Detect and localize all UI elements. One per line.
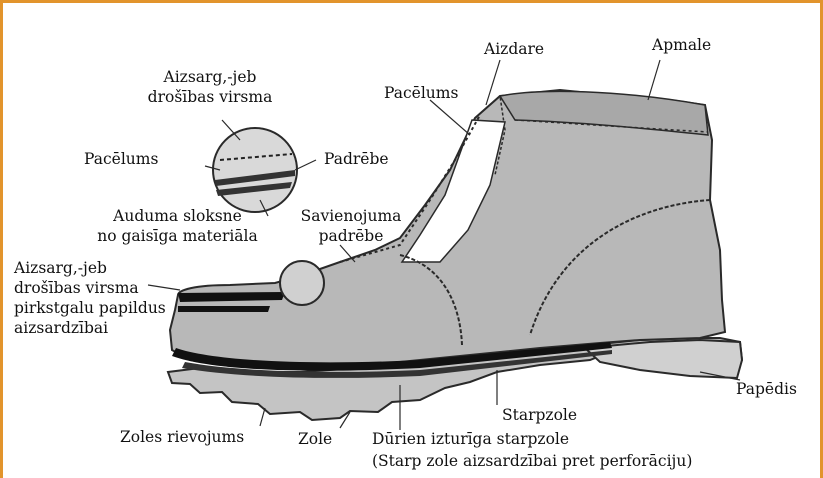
- label-aizsargs-left-1: Aizsarg,-jeb: [14, 259, 107, 278]
- label-savienojuma-2: padrēbe: [296, 227, 406, 246]
- leader-aizsargs-left: [148, 285, 180, 290]
- label-apmale: Apmale: [652, 36, 711, 55]
- leader-pacelums-top: [430, 100, 470, 135]
- label-durien-1: Dūrien izturīga starpzole: [372, 430, 569, 449]
- leader-apmale: [648, 60, 660, 100]
- label-aizdare: Aizdare: [484, 40, 544, 59]
- label-papedis: Papēdis: [736, 380, 797, 399]
- label-pacelums-top: Pacēlums: [384, 84, 458, 103]
- label-auduma-1: Auduma sloksne: [80, 207, 275, 226]
- label-savienojuma-1: Savienojuma: [296, 207, 406, 226]
- label-auduma-2: no gaisīga materiāla: [80, 227, 275, 246]
- leader-zoles-rievojums: [260, 408, 265, 426]
- label-aizsargs-left-4: aizsardzībai: [14, 319, 108, 338]
- label-zole: Zole: [298, 430, 332, 449]
- leader-padrebe: [295, 160, 316, 170]
- label-aizsargs-top-1: Aizsarg,-jeb: [130, 68, 290, 87]
- label-aizsargs-left-2: drošības virsma: [14, 279, 139, 298]
- magnifier-large: [213, 128, 297, 212]
- label-aizsargs-top-2: drošības virsma: [130, 88, 290, 107]
- magnifier-small: [280, 261, 324, 305]
- label-starpzole: Starpzole: [502, 406, 577, 425]
- toe-cap-inner: [178, 306, 270, 312]
- label-padrebe: Padrēbe: [324, 150, 389, 169]
- label-zoles-rievojums: Zoles rievojums: [120, 428, 244, 447]
- label-pacelums-left: Pacēlums: [84, 150, 158, 169]
- label-durien-2: (Starp zole aizsardzībai pret perforācij…: [372, 452, 692, 471]
- label-aizsargs-left-3: pirkstgalu papildus: [14, 299, 166, 318]
